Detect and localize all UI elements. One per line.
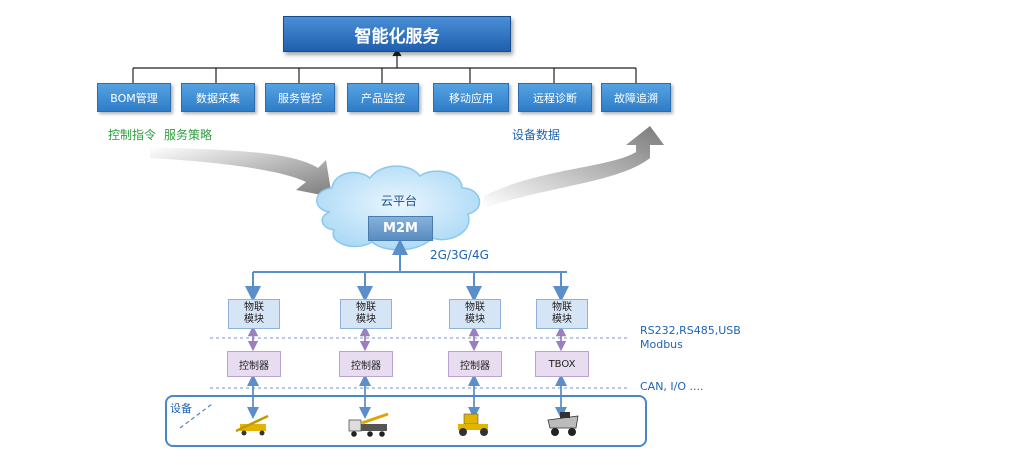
command-flow-arrow [150,147,332,197]
service-data-collection: 数据采集 [181,83,255,112]
device-data-label: 设备数据 [512,128,561,142]
m2m-box: M2M [368,216,433,241]
iot-module-label: 物联 模块 [356,302,376,325]
drill-rig-icon [235,414,269,436]
concrete-pump-truck-icon [348,412,389,437]
device-data-arrow [484,126,664,208]
smart-service-title: 智能化服务 [283,16,511,52]
interface-separators [210,337,628,389]
network-bus [245,239,569,302]
controller-box: 控制器 [227,351,281,377]
devices-container [165,395,647,447]
service-fault-tracing: 故障追溯 [601,83,671,112]
devices-label: 设备 [170,402,192,415]
service-remote-diagnosis: 远程诊断 [518,83,592,112]
service-product-monitoring: 产品监控 [347,83,419,112]
iot-module: 物联 模块 [449,299,501,329]
iot-module: 物联 模块 [340,299,392,329]
network-label: 2G/3G/4G [430,248,489,262]
interface-can-label: CAN, I/O .... [640,380,704,393]
mining-dump-truck-icon [547,412,579,436]
interface-serial-label: RS232,RS485,USB [640,324,741,337]
controller-box: 控制器 [448,351,502,377]
cloud-platform-label: 云平台 [381,194,418,208]
control-command-label: 控制指令 [108,128,157,142]
service-strategy-label: 服务策略 [164,128,213,142]
controller-box: 控制器 [339,351,393,377]
tbox-box: TBOX [535,351,589,377]
service-bus [132,48,637,83]
iot-module-label: 物联 模块 [244,302,264,325]
iot-module-label: 物联 模块 [552,302,572,325]
service-management: 服务管控 [265,83,335,112]
road-roller-icon [458,413,488,436]
cloud-shape [316,165,481,251]
service-bom: BOM管理 [97,83,171,112]
module-controller-links [247,325,567,352]
iot-module-label: 物联 模块 [465,302,485,325]
iot-module: 物联 模块 [536,299,588,329]
interface-modbus-label: Modbus [640,338,683,351]
iot-module: 物联 模块 [228,299,280,329]
service-mobile-app: 移动应用 [433,83,509,112]
